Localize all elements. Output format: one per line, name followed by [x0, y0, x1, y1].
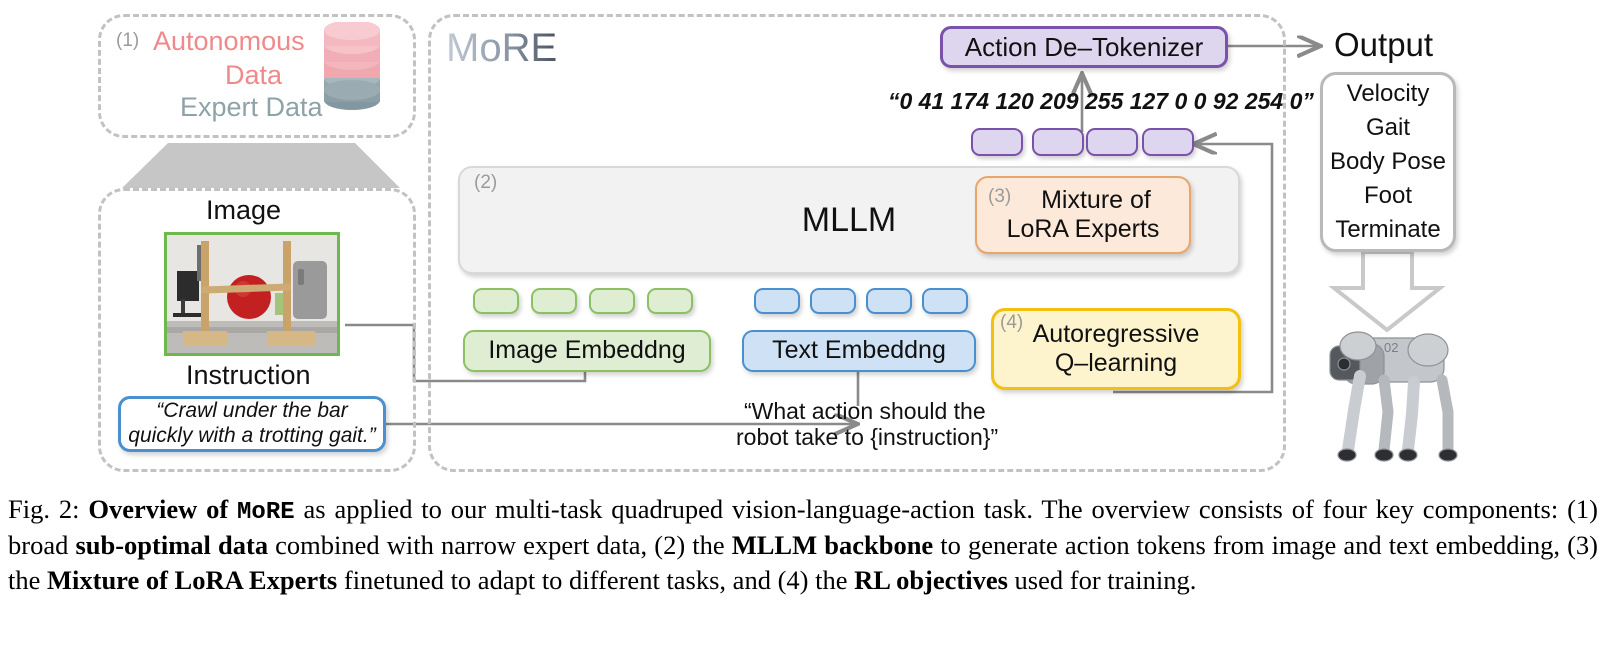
caption-t2: combined with narrow expert data, (2) th… — [268, 530, 732, 561]
text-embedding-chip — [922, 288, 968, 314]
qlearning-tag: (4) — [1000, 312, 1024, 333]
caption-t1: as applied to our multi-task quadruped v… — [8, 494, 1598, 561]
instruction-line1: “Crawl under the bar — [156, 399, 348, 423]
expert-data-label: Expert Data — [180, 92, 323, 122]
caption-mono1: MoRE — [237, 499, 295, 526]
robot-obstacle-course-photo — [164, 232, 340, 356]
qlearning-box[interactable]: Autoregressive Q–learning — [991, 308, 1241, 390]
output-box: Velocity Gait Body Pose Foot Terminate — [1320, 72, 1456, 252]
image-embedding-chip — [473, 288, 519, 314]
qlearning-line2: Q–learning — [1054, 349, 1178, 377]
more-title: MoRE — [446, 24, 616, 77]
instruction-line2: quickly with a trotting gait.” — [128, 424, 376, 447]
funnel-shape — [122, 143, 400, 188]
action-token-chip — [1032, 128, 1084, 156]
prompt-line1: “What action should the — [744, 398, 986, 424]
instruction-label: Instruction — [186, 360, 311, 390]
database-cylinder-icon — [316, 20, 388, 122]
figure-caption: Fig. 2: Overview of MoRE as applied to o… — [8, 492, 1598, 597]
image-embedding-box[interactable]: Image Embeddng — [463, 330, 711, 372]
output-item: Foot — [1363, 182, 1413, 210]
action-detokenizer-box[interactable]: Action De–Tokenizer — [940, 26, 1228, 68]
caption-t4: finetuned to adapt to different tasks, a… — [337, 564, 855, 595]
prompt-line2: robot take to {instruction}” — [736, 424, 999, 450]
caption-bold3: MLLM backbone — [731, 530, 934, 561]
more-panel — [428, 14, 1286, 472]
lora-tag: (3) — [988, 186, 1012, 207]
caption-bold4: Mixture of LoRA Experts — [47, 564, 338, 595]
input-panel — [98, 188, 416, 472]
svg-text:02: 02 — [1384, 340, 1398, 355]
output-item: Gait — [1365, 113, 1410, 141]
lora-line2: LoRA Experts — [1006, 215, 1160, 243]
text-embedding-box[interactable]: Text Embeddng — [742, 330, 976, 372]
data-panel — [98, 14, 416, 138]
output-item: Velocity — [1346, 79, 1430, 107]
lora-experts-box[interactable]: Mixture of LoRA Experts — [975, 176, 1191, 254]
output-item: Body Pose — [1329, 147, 1447, 175]
mllm-label: MLLM — [801, 200, 897, 239]
autonomous-data-line1: Autonomous — [153, 26, 305, 56]
figure-canvas: (1) Autonomous Data Expert Data Image — [98, 14, 1496, 472]
caption-bold5: RL objectives — [854, 564, 1008, 595]
action-token-chip — [971, 128, 1023, 156]
text-embedding-chip — [810, 288, 856, 314]
qlearning-line1: Autoregressive — [1032, 319, 1200, 348]
caption-bold2: sub-optimal data — [75, 530, 269, 561]
action-token-chip — [1142, 128, 1194, 156]
mllm-tag: (2) — [474, 172, 498, 193]
instruction-box: “Crawl under the bar quickly with a trot… — [118, 396, 386, 452]
image-embedding-chip — [531, 288, 577, 314]
quadruped-robot-photo: 02 — [1296, 300, 1496, 472]
image-embedding-chip — [647, 288, 693, 314]
text-embedding-label: Text Embeddng — [772, 336, 946, 365]
caption-t5: used for training. — [1007, 564, 1197, 595]
caption-t3: to generate action tokens from image and… — [8, 530, 1598, 595]
lora-line1: Mixture of — [1041, 185, 1151, 214]
action-tokens-text: “0 41 174 120 209 255 127 0 0 92 254 0” — [888, 88, 1314, 114]
autonomous-data-line2: Data — [225, 60, 283, 90]
caption-bold1: Overview of — [88, 494, 238, 524]
text-embedding-chip — [754, 288, 800, 314]
action-detokenizer-label: Action De–Tokenizer — [964, 31, 1204, 62]
svg-text:MoRE: MoRE — [446, 26, 557, 70]
text-embedding-chip — [866, 288, 912, 314]
image-embedding-chip — [589, 288, 635, 314]
data-panel-tag: (1) — [116, 30, 140, 51]
output-item: Terminate — [1335, 216, 1441, 244]
image-embedding-label: Image Embeddng — [488, 336, 686, 365]
output-title: Output — [1334, 26, 1434, 63]
action-token-chip — [1086, 128, 1138, 156]
caption-prefix: Fig. 2: — [8, 494, 89, 524]
image-label: Image — [206, 195, 282, 225]
